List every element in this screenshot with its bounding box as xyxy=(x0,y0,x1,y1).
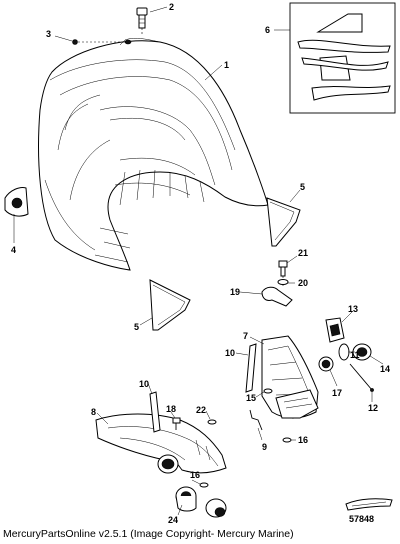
callout-16-left: 16 xyxy=(190,470,200,480)
callout-2: 2 xyxy=(169,2,174,12)
washer-part-20[interactable] xyxy=(277,279,289,285)
callout-9: 9 xyxy=(262,442,267,452)
callout-12: 12 xyxy=(368,403,378,413)
callout-15: 15 xyxy=(246,393,256,403)
bracket-part-19[interactable] xyxy=(261,286,293,307)
washer-part-15[interactable] xyxy=(263,388,273,394)
callout-6: 6 xyxy=(265,25,270,35)
callout-19: 19 xyxy=(230,287,240,297)
callout-5-lower: 5 xyxy=(134,322,139,332)
screw-part-18[interactable] xyxy=(172,417,181,430)
o-ring-part-11[interactable] xyxy=(338,343,350,361)
callout-20: 20 xyxy=(298,278,308,288)
callout-16-right: 16 xyxy=(298,435,308,445)
callout-18: 18 xyxy=(166,404,176,414)
callout-13: 13 xyxy=(348,304,358,314)
latch-part-10-left[interactable] xyxy=(149,391,161,433)
callout-22: 22 xyxy=(196,405,206,415)
grommet-part-24-b[interactable] xyxy=(205,498,227,518)
washer-part-16-right[interactable] xyxy=(282,437,292,443)
latch-part-10-right[interactable] xyxy=(245,343,257,393)
image-caption: MercuryPartsOnline v2.5.1 (Image Copyrig… xyxy=(3,528,294,540)
decal-kit-box[interactable] xyxy=(289,2,396,114)
callout-11: 11 xyxy=(350,350,360,360)
decal-strip xyxy=(345,498,393,511)
seal-part-5-lower[interactable] xyxy=(149,279,191,331)
callout-labels: 1 2 3 4 5 5 6 7 8 9 10 10 11 12 13 14 15… xyxy=(11,2,390,525)
callout-4: 4 xyxy=(11,245,16,255)
knob-part-17[interactable] xyxy=(318,356,334,372)
callout-1: 1 xyxy=(224,60,229,70)
callout-10-right: 10 xyxy=(225,348,235,358)
lower-cowl-assembly-part-7[interactable] xyxy=(261,335,319,419)
vent-insert-part-4[interactable] xyxy=(4,187,29,217)
callout-17: 17 xyxy=(332,388,342,398)
seal-part-5-upper[interactable] xyxy=(266,197,301,247)
callout-3: 3 xyxy=(46,29,51,39)
cable-part-12[interactable] xyxy=(349,363,374,392)
screw-part-2[interactable] xyxy=(136,7,148,36)
washer-part-22[interactable] xyxy=(207,419,217,425)
fastener-part-3[interactable] xyxy=(72,39,123,45)
top-cowl[interactable] xyxy=(38,38,269,271)
grommet-part-24-a[interactable] xyxy=(175,486,197,512)
lower-cowl-part-8[interactable] xyxy=(95,413,227,474)
callout-10-left: 10 xyxy=(139,379,149,389)
figure-number: 57848 xyxy=(349,514,375,524)
connector-part-13[interactable] xyxy=(325,317,345,343)
callout-14: 14 xyxy=(380,364,390,374)
callout-7: 7 xyxy=(243,331,248,341)
leader-lines xyxy=(13,6,384,516)
callout-8: 8 xyxy=(91,407,96,417)
callout-21: 21 xyxy=(298,248,308,258)
callout-5-upper: 5 xyxy=(300,182,305,192)
washer-part-16-left[interactable] xyxy=(199,482,209,488)
clip-part-9[interactable] xyxy=(249,409,263,431)
callout-24: 24 xyxy=(168,515,178,525)
